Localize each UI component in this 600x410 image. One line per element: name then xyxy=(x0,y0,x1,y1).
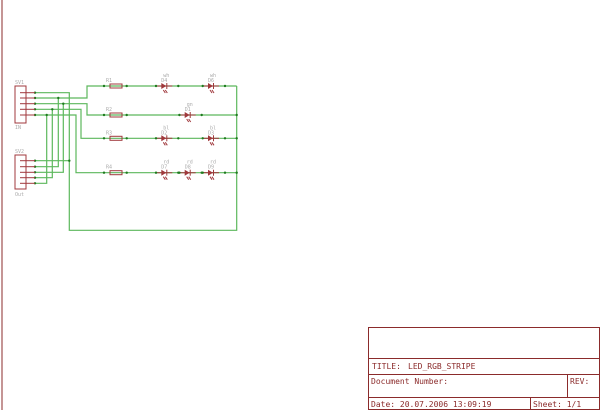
resistor-name: R3 xyxy=(106,130,112,136)
connector-sv1[interactable]: SV1 IN xyxy=(14,80,35,131)
wire-row2 xyxy=(35,103,237,116)
document-number-label: Document Number: xyxy=(371,377,448,386)
resistor-name: R1 xyxy=(106,78,112,84)
led-name: D2 xyxy=(161,130,167,136)
led-name: D1 xyxy=(185,107,191,113)
resistor[interactable]: R2 xyxy=(102,107,128,118)
led-value: rd xyxy=(210,160,216,166)
date-label: Date: 20.07.2006 13:09:19 xyxy=(371,400,492,409)
led-name: D9 xyxy=(208,165,214,171)
led-value: wh xyxy=(163,73,169,79)
led-value: rd xyxy=(163,160,169,166)
rev-label: REV: xyxy=(570,377,589,386)
title-label: TITLE: xyxy=(372,362,401,371)
led-value: bl xyxy=(210,125,216,131)
resistor[interactable]: R3 xyxy=(102,130,128,141)
title-value: LED_RGB_STRIPE xyxy=(408,362,476,371)
resistor[interactable]: R1 xyxy=(102,78,128,89)
wire-sv2-1 xyxy=(35,115,48,184)
led-name: D6 xyxy=(208,78,214,84)
led-name: D8 xyxy=(185,165,191,171)
resistor-name: R4 xyxy=(106,165,112,171)
wire-row3 xyxy=(35,108,237,139)
wire-common xyxy=(35,86,238,231)
wire-row4 xyxy=(35,114,237,174)
connector-name: SV2 xyxy=(15,149,24,155)
resistor[interactable]: R4 xyxy=(102,165,128,176)
wire-sv2-2 xyxy=(35,109,53,179)
led-name: D3 xyxy=(208,130,214,136)
connector-sv2[interactable]: SV2 Out xyxy=(14,149,35,198)
sheet-label: Sheet: 1/1 xyxy=(533,400,581,409)
connector-value: Out xyxy=(15,192,24,198)
led-value: bl xyxy=(163,125,169,131)
wire-row1 xyxy=(35,85,237,99)
led-value: gn xyxy=(187,102,193,108)
led-name: D7 xyxy=(161,165,167,171)
led-value: wh xyxy=(210,73,216,79)
connector-value: IN xyxy=(15,125,21,131)
led-value: rd xyxy=(187,160,193,166)
resistor-name: R2 xyxy=(106,107,112,113)
wires xyxy=(35,85,238,231)
wire-sv2-3 xyxy=(35,103,64,173)
connector-name: SV1 xyxy=(15,80,24,86)
title-block: TITLE: LED_RGB_STRIPE Document Number: R… xyxy=(368,327,600,410)
led-name: D4 xyxy=(161,78,167,84)
wire-sv2-4 xyxy=(35,98,59,168)
